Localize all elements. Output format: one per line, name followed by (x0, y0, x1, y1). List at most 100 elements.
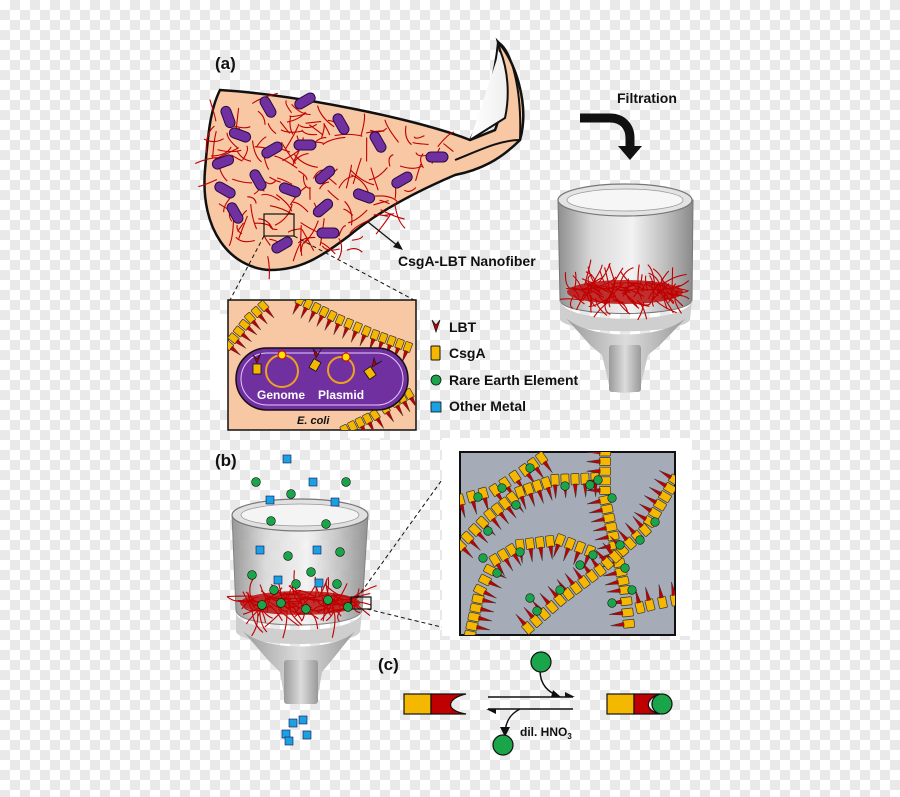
nanofiber (305, 121, 322, 124)
nanofiber (260, 590, 271, 601)
nanofiber (350, 174, 369, 193)
nanofiber (280, 129, 304, 133)
lbt-unit (536, 489, 544, 504)
rare-earth-element (473, 492, 483, 502)
lbt-unit (519, 495, 527, 510)
rare-earth-element (341, 477, 351, 487)
rare-earth-element (585, 480, 595, 490)
csga-unit (599, 486, 611, 495)
nanofiber (288, 597, 293, 609)
lbt-unit (610, 621, 625, 627)
lbt-unit (659, 470, 673, 480)
nanofiber (298, 597, 317, 601)
bacterium (220, 105, 236, 129)
nanofiber (352, 157, 362, 184)
lbt-unit (460, 503, 466, 518)
csga-unit (525, 537, 535, 551)
other-metal (288, 718, 298, 728)
nanofiber (299, 594, 313, 609)
lbt-unit (564, 573, 576, 586)
nanofiber (300, 238, 308, 256)
csga-unit (339, 424, 351, 430)
lbt-unit (257, 313, 268, 325)
nanofiber (420, 153, 424, 169)
nanofiber (351, 235, 363, 241)
nanofiber (593, 300, 610, 318)
nanofiber (319, 181, 330, 190)
lbt-unit (592, 525, 608, 532)
lbt-unit (588, 507, 604, 514)
lbt-unit (512, 552, 522, 566)
nanofiber (235, 236, 255, 243)
nanofiber (242, 145, 249, 161)
nanofiber (251, 609, 264, 633)
nanofiber (292, 152, 309, 167)
nanofiber (332, 592, 344, 601)
nanofiber (320, 241, 336, 255)
lbt-unit (461, 546, 474, 559)
nanofiber (674, 295, 682, 314)
nanofiber (608, 278, 616, 298)
csga-icon (430, 345, 441, 361)
nanofiber (344, 200, 353, 226)
csga-unit (463, 629, 477, 635)
nanofiber (217, 149, 242, 153)
nanofiber (575, 287, 588, 311)
nanofiber (625, 278, 629, 294)
nanofiber (331, 611, 336, 638)
lbt-unit (573, 550, 581, 565)
nanofiber (274, 155, 298, 169)
lbt-unit (367, 421, 374, 430)
lbt-unit (401, 400, 411, 413)
lbt-unit (474, 633, 479, 635)
rare-earth-element (483, 526, 493, 536)
bacterium (228, 127, 252, 143)
lbt-unit (553, 543, 561, 558)
other-metal (265, 495, 275, 505)
nanofiber (327, 189, 339, 201)
rare-earth-element (607, 598, 617, 608)
nanofiber (318, 578, 328, 597)
bacterium (293, 139, 317, 151)
nanofiber (292, 201, 309, 213)
lbt-unit (542, 460, 553, 474)
nanofiber (360, 113, 366, 136)
lbt-unit (586, 488, 601, 493)
nanofiber (637, 301, 645, 321)
filtration-label: Filtration (617, 90, 677, 106)
nanofiber (604, 288, 614, 306)
nanofiber (587, 266, 601, 292)
nanofiber (415, 163, 422, 182)
nanofiber (250, 204, 258, 230)
nanofiber (338, 225, 346, 237)
other-metal (282, 454, 292, 464)
legend-rare-earth-label: Rare Earth Element (449, 372, 578, 388)
other-metal (255, 545, 265, 555)
csga-unit (657, 596, 668, 609)
nanofiber (324, 583, 343, 598)
lbt-unit (528, 548, 533, 563)
nanofiber (232, 178, 253, 184)
rare-earth-ion-out (492, 734, 514, 756)
lbt-unit (671, 581, 675, 597)
nanofiber (573, 294, 585, 305)
nanofiber (652, 268, 667, 290)
nanofiber (676, 288, 689, 292)
nanofiber (370, 167, 379, 191)
nanofiber (321, 123, 325, 138)
bacterium (369, 131, 387, 153)
lbt-unit (246, 325, 258, 336)
lbt-unit (292, 302, 301, 315)
lbt-unit (353, 428, 357, 430)
nanofiber (316, 105, 335, 128)
nanofiber (287, 228, 302, 233)
bacterium (211, 154, 235, 170)
csga-unit (619, 596, 633, 607)
flask (203, 37, 525, 272)
nanofiber (334, 133, 363, 137)
lbt-unit (602, 570, 618, 577)
bacterium (332, 113, 350, 135)
nanofiber (226, 132, 239, 149)
lbt-unit (369, 337, 376, 351)
